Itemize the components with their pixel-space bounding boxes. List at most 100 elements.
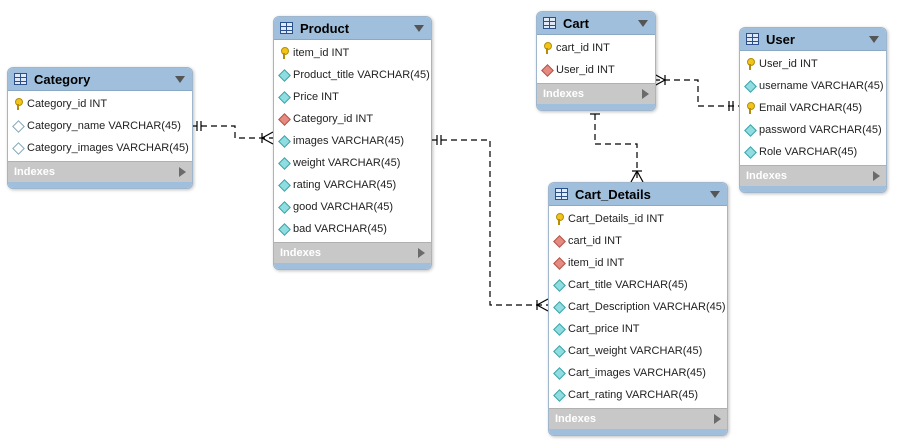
column-label: Email VARCHAR(45) bbox=[759, 102, 863, 114]
column-row[interactable]: Category_name VARCHAR(45) bbox=[8, 115, 192, 137]
primary-key-icon bbox=[553, 213, 565, 225]
column-icon bbox=[278, 69, 290, 81]
column-label: bad VARCHAR(45) bbox=[293, 223, 387, 235]
indexes-section[interactable]: Indexes bbox=[8, 161, 192, 182]
table-header[interactable]: User bbox=[740, 28, 886, 51]
column-label: cart_id INT bbox=[556, 42, 610, 54]
table-title: Category bbox=[34, 71, 91, 87]
column-row[interactable]: Cart_Description VARCHAR(45) bbox=[549, 296, 727, 318]
collapse-arrow-icon[interactable] bbox=[414, 25, 424, 32]
column-row[interactable]: Category_id INT bbox=[274, 108, 431, 130]
column-row[interactable]: Cart_Details_id INT bbox=[549, 208, 727, 230]
table-bottom-bar bbox=[740, 186, 886, 192]
column-label: Price INT bbox=[293, 91, 339, 103]
column-row[interactable]: Role VARCHAR(45) bbox=[740, 141, 886, 163]
column-row[interactable]: bad VARCHAR(45) bbox=[274, 218, 431, 240]
indexes-section[interactable]: Indexes bbox=[537, 83, 655, 104]
table-product[interactable]: Product item_id INT Product_title VARCHA… bbox=[273, 16, 432, 270]
column-label: User_id INT bbox=[556, 64, 615, 76]
relationship-product-cart_details[interactable] bbox=[431, 135, 549, 312]
collapse-arrow-icon[interactable] bbox=[710, 191, 720, 198]
column-row[interactable]: cart_id INT bbox=[549, 230, 727, 252]
column-row[interactable]: Category_images VARCHAR(45) bbox=[8, 137, 192, 159]
expand-arrow-icon[interactable] bbox=[873, 171, 880, 181]
column-row[interactable]: Category_id INT bbox=[8, 93, 192, 115]
relationship-cart-cart_details[interactable] bbox=[590, 104, 644, 183]
column-icon bbox=[278, 201, 290, 213]
column-label: Cart_rating VARCHAR(45) bbox=[568, 389, 699, 401]
table-title: Cart bbox=[563, 15, 590, 31]
column-label: User_id INT bbox=[759, 58, 818, 70]
table-cart[interactable]: Cart cart_id INT User_id INT Indexes bbox=[536, 11, 656, 111]
collapse-arrow-icon[interactable] bbox=[638, 20, 648, 27]
column-row[interactable]: images VARCHAR(45) bbox=[274, 130, 431, 152]
column-row[interactable]: Price INT bbox=[274, 86, 431, 108]
column-row[interactable]: User_id INT bbox=[740, 53, 886, 75]
table-header[interactable]: Category bbox=[8, 68, 192, 91]
column-row[interactable]: item_id INT bbox=[274, 42, 431, 64]
table-icon bbox=[746, 33, 759, 45]
column-label: Role VARCHAR(45) bbox=[759, 146, 858, 158]
indexes-section[interactable]: Indexes bbox=[274, 242, 431, 263]
column-row[interactable]: cart_id INT bbox=[537, 37, 655, 59]
indexes-label: Indexes bbox=[555, 413, 596, 425]
column-row[interactable]: weight VARCHAR(45) bbox=[274, 152, 431, 174]
column-row[interactable]: username VARCHAR(45) bbox=[740, 75, 886, 97]
relationship-user-cart[interactable] bbox=[653, 73, 739, 111]
column-row[interactable]: Cart_price INT bbox=[549, 318, 727, 340]
column-label: cart_id INT bbox=[568, 235, 622, 247]
column-row[interactable]: good VARCHAR(45) bbox=[274, 196, 431, 218]
table-header[interactable]: Product bbox=[274, 17, 431, 40]
column-row[interactable]: Cart_title VARCHAR(45) bbox=[549, 274, 727, 296]
foreign-key-icon bbox=[553, 257, 565, 269]
expand-arrow-icon[interactable] bbox=[179, 167, 186, 177]
column-icon bbox=[553, 367, 565, 379]
expand-arrow-icon[interactable] bbox=[418, 248, 425, 258]
column-row[interactable]: Email VARCHAR(45) bbox=[740, 97, 886, 119]
column-label: Category_images VARCHAR(45) bbox=[27, 142, 189, 154]
table-category[interactable]: Category Category_id INT Category_name V… bbox=[7, 67, 193, 189]
table-header[interactable]: Cart_Details bbox=[549, 183, 727, 206]
column-row[interactable]: item_id INT bbox=[549, 252, 727, 274]
indexes-label: Indexes bbox=[746, 170, 787, 182]
column-icon bbox=[553, 345, 565, 357]
column-row[interactable]: Cart_rating VARCHAR(45) bbox=[549, 384, 727, 406]
indexes-section[interactable]: Indexes bbox=[740, 165, 886, 186]
table-cart-details[interactable]: Cart_Details Cart_Details_id INT cart_id… bbox=[548, 182, 728, 436]
table-bottom-bar bbox=[8, 182, 192, 188]
table-header[interactable]: Cart bbox=[537, 12, 655, 35]
column-label: Category_id INT bbox=[27, 98, 108, 110]
column-label: Category_id INT bbox=[293, 113, 374, 125]
indexes-section[interactable]: Indexes bbox=[549, 408, 727, 429]
expand-arrow-icon[interactable] bbox=[714, 414, 721, 424]
table-icon bbox=[555, 188, 568, 200]
indexes-label: Indexes bbox=[280, 247, 321, 259]
column-label: username VARCHAR(45) bbox=[759, 80, 884, 92]
table-icon bbox=[280, 22, 293, 34]
column-icon bbox=[553, 323, 565, 335]
nullable-column-icon bbox=[12, 142, 24, 154]
relationship-category-product[interactable] bbox=[191, 121, 274, 145]
column-row[interactable]: Cart_weight VARCHAR(45) bbox=[549, 340, 727, 362]
column-label: Cart_weight VARCHAR(45) bbox=[568, 345, 703, 357]
column-row[interactable]: rating VARCHAR(45) bbox=[274, 174, 431, 196]
expand-arrow-icon[interactable] bbox=[642, 89, 649, 99]
column-row[interactable]: Cart_images VARCHAR(45) bbox=[549, 362, 727, 384]
column-row[interactable]: User_id INT bbox=[537, 59, 655, 81]
column-label: images VARCHAR(45) bbox=[293, 135, 405, 147]
column-label: Cart_Description VARCHAR(45) bbox=[568, 301, 726, 313]
column-label: item_id INT bbox=[568, 257, 625, 269]
collapse-arrow-icon[interactable] bbox=[175, 76, 185, 83]
primary-key-icon bbox=[12, 98, 24, 110]
primary-key-icon bbox=[541, 42, 553, 54]
column-label: Cart_price INT bbox=[568, 323, 640, 335]
table-user[interactable]: User User_id INT username VARCHAR(45) Em… bbox=[739, 27, 887, 193]
column-label: item_id INT bbox=[293, 47, 350, 59]
collapse-arrow-icon[interactable] bbox=[869, 36, 879, 43]
column-icon bbox=[553, 389, 565, 401]
column-icon bbox=[278, 179, 290, 191]
column-row[interactable]: password VARCHAR(45) bbox=[740, 119, 886, 141]
column-row[interactable]: Product_title VARCHAR(45) bbox=[274, 64, 431, 86]
column-label: Cart_title VARCHAR(45) bbox=[568, 279, 688, 291]
